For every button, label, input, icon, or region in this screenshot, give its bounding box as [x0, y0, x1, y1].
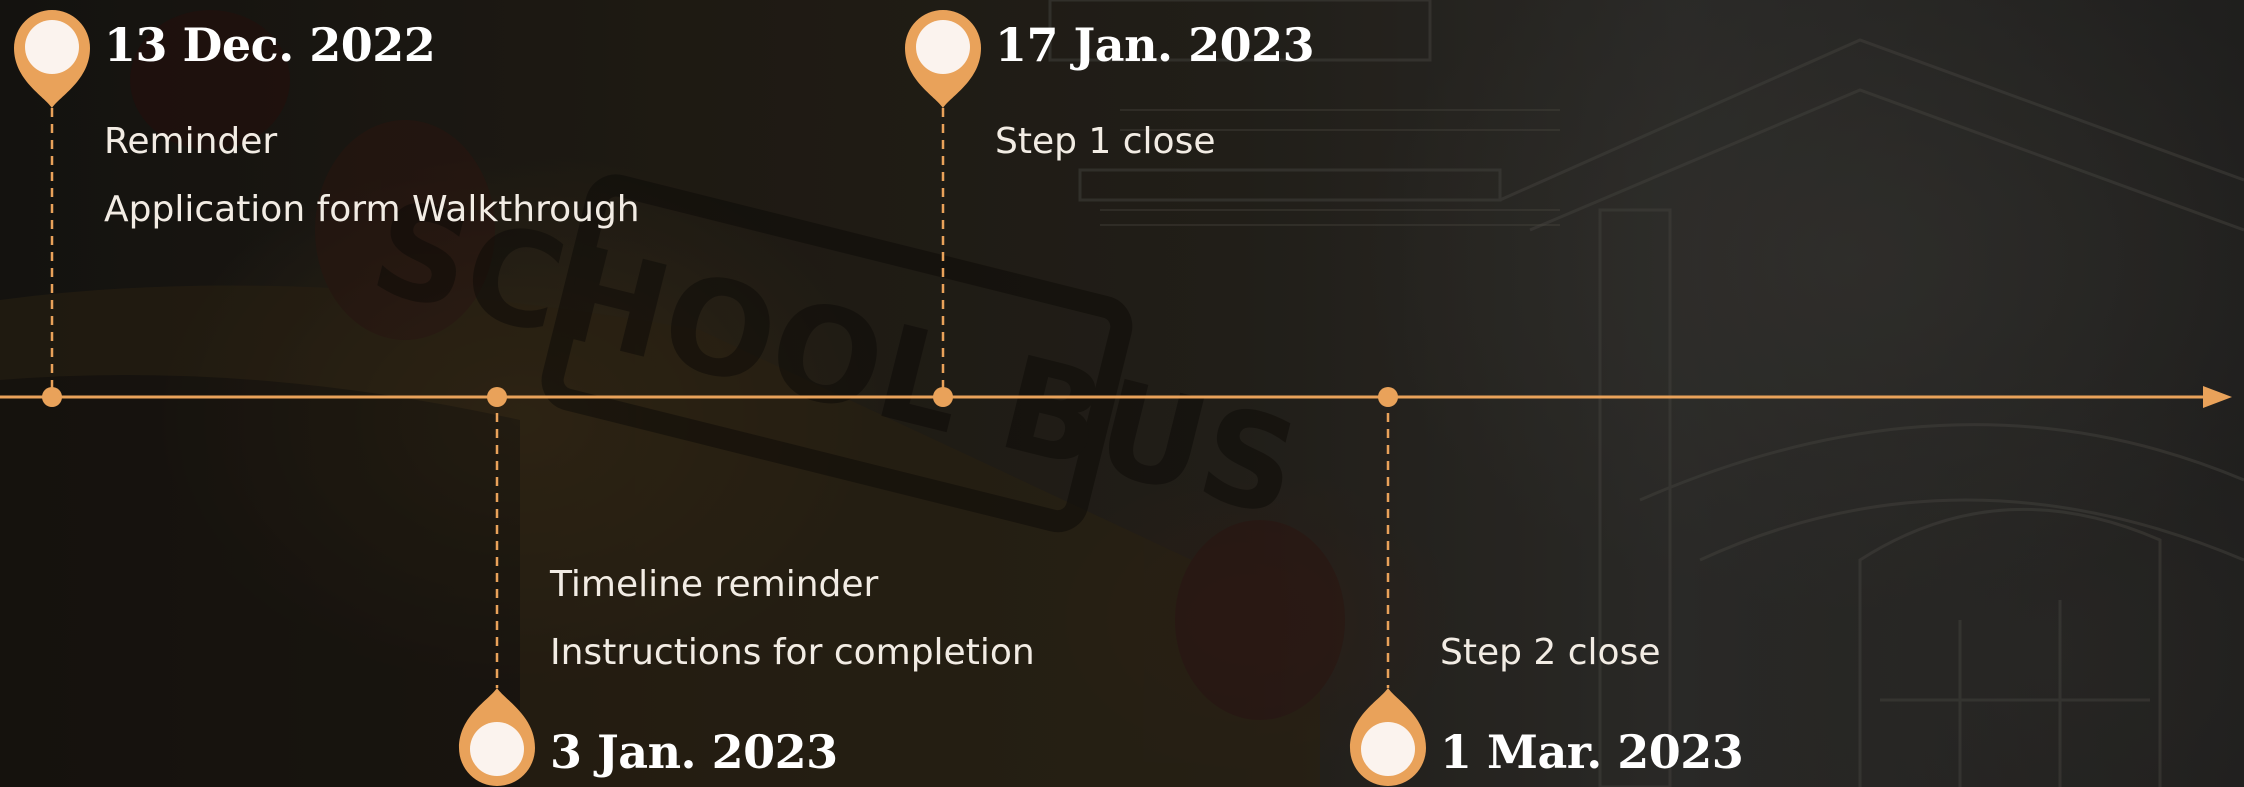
event-date: 13 Dec. 2022	[104, 18, 436, 72]
event-date: 17 Jan. 2023	[995, 18, 1315, 72]
event-axis-dot	[933, 387, 953, 407]
event-note: Step 1 close	[995, 121, 1216, 162]
event-axis-dot	[42, 387, 62, 407]
pin-center	[1361, 722, 1415, 776]
event-note: Step 2 close	[1440, 632, 1661, 673]
event-note: Application form Walkthrough	[104, 189, 640, 230]
event-date: 3 Jan. 2023	[550, 725, 838, 779]
event-axis-dot	[487, 387, 507, 407]
pin-center	[25, 20, 79, 74]
event-note: Reminder	[104, 121, 278, 162]
event-date: 1 Mar. 2023	[1440, 725, 1744, 779]
event-note: Instructions for completion	[550, 632, 1035, 673]
timeline-arrowhead	[2203, 386, 2232, 408]
pin-center	[470, 722, 524, 776]
event-axis-dot	[1378, 387, 1398, 407]
event-note: Timeline reminder	[550, 564, 879, 605]
pin-center	[916, 20, 970, 74]
